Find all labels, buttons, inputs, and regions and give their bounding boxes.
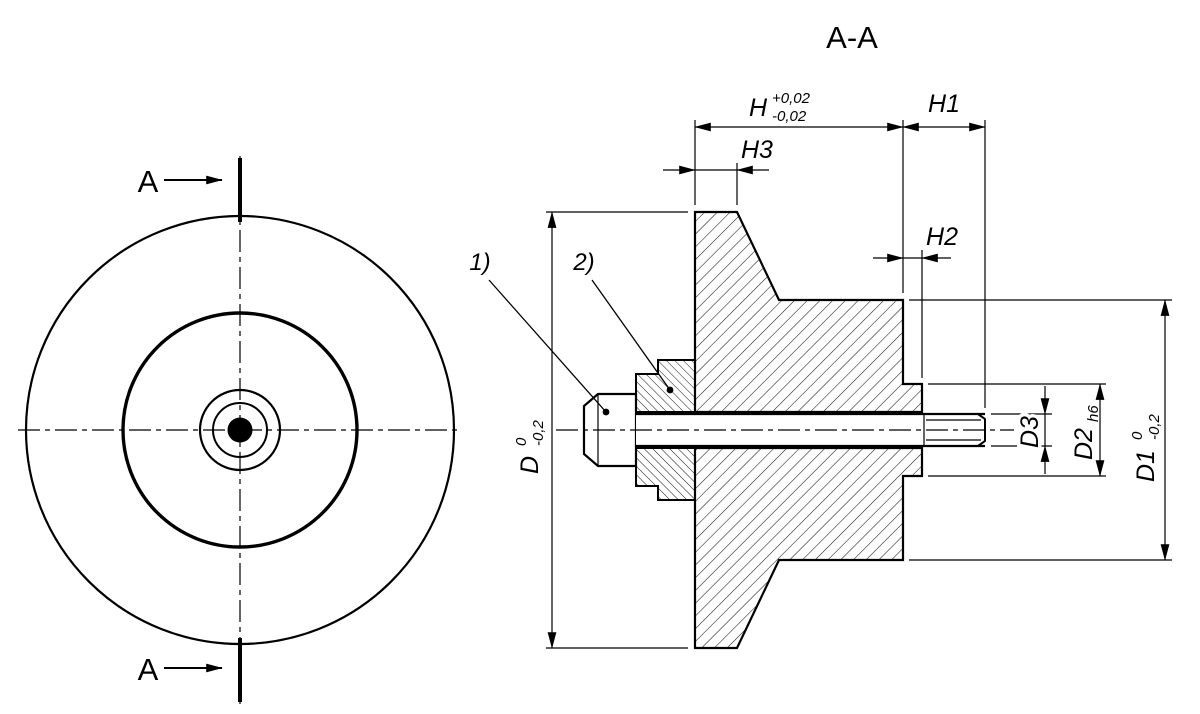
callout-2-label: 2)	[572, 249, 594, 276]
dim-h-tol-upper: +0,02	[772, 90, 811, 107]
dim-d3-label: D3	[1016, 416, 1044, 448]
section-view: A-A	[556, 20, 1014, 650]
dim-d2-label: D2	[1070, 428, 1098, 460]
dim-h2-label: H2	[926, 223, 958, 251]
dim-d2-label-group: D2 h6	[1070, 405, 1102, 460]
dim-d-tol-upper: 0	[513, 437, 530, 446]
hub-section-lower	[693, 446, 924, 650]
callout-2-dot	[666, 386, 674, 394]
bushing-section-upper	[635, 359, 696, 413]
bushing-section-lower	[635, 447, 696, 501]
front-view: A A	[18, 156, 462, 704]
dim-d2-fit: h6	[1085, 405, 1102, 422]
callout-2-leader	[591, 279, 671, 391]
dim-d-label: D	[516, 456, 544, 474]
dim-d1-label-group: D1 0 -0,2	[1129, 413, 1163, 482]
dim-d-tol-lower: -0,2	[530, 419, 547, 446]
dim-h-label: H	[749, 94, 768, 122]
dim-d-label-group: D 0 -0,2	[513, 419, 547, 474]
hub-section-upper	[693, 210, 924, 414]
dim-h3-label: H3	[741, 136, 773, 164]
dim-d1-tol-lower: -0,2	[1146, 413, 1163, 440]
dim-d1-tol-upper: 0	[1129, 431, 1146, 440]
dim-h1-label: H1	[928, 90, 960, 118]
dim-d3-label-group: D3	[1013, 412, 1048, 451]
dim-d1-label: D1	[1132, 450, 1160, 482]
dim-h-tol-lower: -0,02	[772, 108, 807, 125]
dimensioning: H +0,02 -0,02 H1 H3 H2 D 0 -0,2 D1 0	[469, 90, 1172, 649]
callout-1-label: 1)	[469, 249, 490, 276]
callout-1-leader	[488, 279, 607, 413]
section-view-title: A-A	[826, 20, 878, 55]
callout-1-dot	[602, 408, 610, 416]
section-label-bottom: A	[138, 652, 159, 687]
section-label-top: A	[138, 164, 159, 199]
